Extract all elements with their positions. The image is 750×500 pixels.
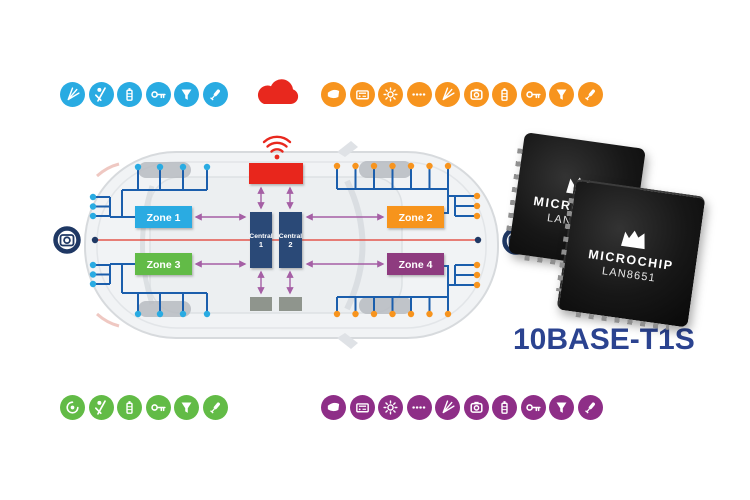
speaker-icon xyxy=(60,395,85,420)
left-camera-icon xyxy=(53,226,81,254)
network-bus-lines xyxy=(93,166,477,314)
battery-icon xyxy=(117,395,142,420)
windshield xyxy=(344,179,366,311)
zone-boxes xyxy=(135,206,444,275)
key-icon xyxy=(520,395,546,420)
led-strip-icon xyxy=(406,395,432,420)
media-player-icon xyxy=(349,82,375,107)
microphone-icon xyxy=(202,82,228,107)
svg-text:Central: Central xyxy=(279,233,303,240)
zone-left-node-dots xyxy=(89,163,211,318)
camera-icon xyxy=(463,82,489,107)
seatbelt-icon xyxy=(88,82,114,107)
camera-icon xyxy=(463,395,489,420)
chip-lan8651: MICROCHIP LAN8651 xyxy=(556,178,706,330)
zone-right-node-dots xyxy=(333,162,481,318)
icon-row-top-right xyxy=(321,82,603,107)
zone-4-box xyxy=(387,253,444,275)
horn-icon xyxy=(174,395,199,420)
battery-icon xyxy=(492,395,517,420)
svg-text:Zone 1: Zone 1 xyxy=(147,212,181,224)
zone-labels: Zone 1 Zone 2 Zone 3 Zone 4 Central 1 Ce… xyxy=(147,212,433,271)
telematics-box xyxy=(249,163,303,184)
wifi-icon xyxy=(262,135,292,160)
key-icon xyxy=(520,82,546,107)
horn-icon xyxy=(174,82,199,107)
central-1-box xyxy=(250,212,272,268)
cloud-icon xyxy=(257,79,299,104)
icon-row-top-left xyxy=(60,82,228,107)
key-icon xyxy=(145,395,171,420)
right-side-mirror xyxy=(337,333,358,349)
icon-row-bottom-right xyxy=(321,395,603,420)
zone-central-arrows xyxy=(194,186,385,295)
led-strip-icon xyxy=(406,82,432,107)
zone-3-box xyxy=(135,253,192,275)
rear-window xyxy=(140,185,155,305)
svg-text:Zone 2: Zone 2 xyxy=(399,212,433,224)
washer-spray-icon xyxy=(435,82,460,107)
svg-text:1: 1 xyxy=(259,240,263,249)
microphone-icon xyxy=(577,82,603,107)
svg-text:Central: Central xyxy=(249,233,273,240)
side-mirror-icon xyxy=(321,82,346,107)
washer-spray-icon xyxy=(60,82,85,107)
washer-spray-icon xyxy=(435,395,460,420)
microphone-icon xyxy=(202,395,228,420)
motor-icon xyxy=(378,395,403,420)
svg-text:Zone 4: Zone 4 xyxy=(399,259,433,271)
side-mirror-icon xyxy=(321,395,346,420)
battery-icon xyxy=(492,82,517,107)
horn-icon xyxy=(549,395,574,420)
zone-2-box xyxy=(387,206,444,228)
zone-1-box xyxy=(135,206,192,228)
svg-text:2: 2 xyxy=(288,240,292,249)
svg-text:Zone 3: Zone 3 xyxy=(147,259,181,271)
battery-icon xyxy=(117,82,142,107)
key-icon xyxy=(145,82,171,107)
motor-icon xyxy=(378,82,403,107)
left-side-mirror xyxy=(337,141,358,157)
media-player-icon xyxy=(349,395,375,420)
gray-modules xyxy=(250,297,302,311)
central-2-box xyxy=(279,212,302,268)
seatbelt-icon xyxy=(88,395,114,420)
horn-icon xyxy=(549,82,574,107)
microchip-logo-icon xyxy=(621,230,645,249)
icon-row-bottom-left xyxy=(60,395,228,420)
microphone-icon xyxy=(577,395,603,420)
